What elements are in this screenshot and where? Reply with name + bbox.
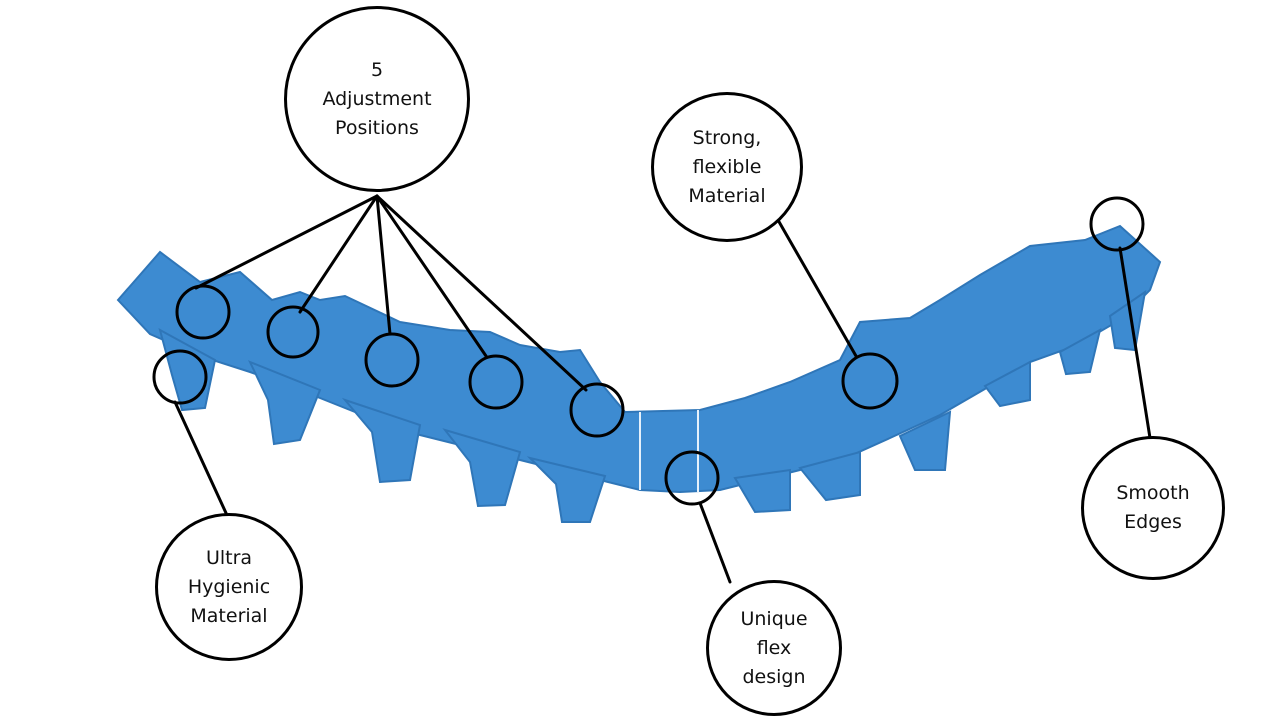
indicator-circle xyxy=(664,450,720,506)
callout-adjustment-positions: 5 Adjustment Positions xyxy=(284,6,470,192)
indicator-circle xyxy=(152,349,208,405)
callout-label: 5 Adjustment Positions xyxy=(322,58,432,139)
callout-unique-flex-design: Unique flex design xyxy=(706,580,842,716)
indicator-circle xyxy=(569,382,625,438)
callout-smooth-edges: Smooth Edges xyxy=(1081,436,1225,580)
callout-label: Strong, flexible Material xyxy=(688,126,766,207)
indicator-circle xyxy=(364,332,420,388)
leader-line xyxy=(698,501,732,584)
indicator-circle xyxy=(175,284,231,340)
callout-label: Smooth Edges xyxy=(1116,482,1190,533)
leader-line xyxy=(298,194,379,314)
leader-line xyxy=(375,194,588,392)
strap-teeth xyxy=(158,289,1147,523)
indicator-circle xyxy=(841,352,899,410)
callout-ultra-hygienic-material: Ultra Hygienic Material xyxy=(155,513,303,661)
callout-strong-flexible-material: Strong, flexible Material xyxy=(651,92,803,242)
leader-line xyxy=(375,194,488,358)
leader-line xyxy=(173,400,228,515)
leader-line xyxy=(776,218,858,358)
indicator-circle xyxy=(266,305,320,359)
indicator-circle xyxy=(468,354,524,410)
ear-saver-strap xyxy=(116,224,1162,523)
leader-line xyxy=(375,194,392,336)
leader-line xyxy=(194,194,379,290)
callout-label: Unique flex design xyxy=(740,607,808,688)
indicator-circle xyxy=(1089,196,1145,252)
callout-label: Ultra Hygienic Material xyxy=(187,546,271,627)
leader-line xyxy=(1118,246,1152,440)
leader-lines xyxy=(173,194,1152,584)
indicator-circles xyxy=(152,196,1145,506)
